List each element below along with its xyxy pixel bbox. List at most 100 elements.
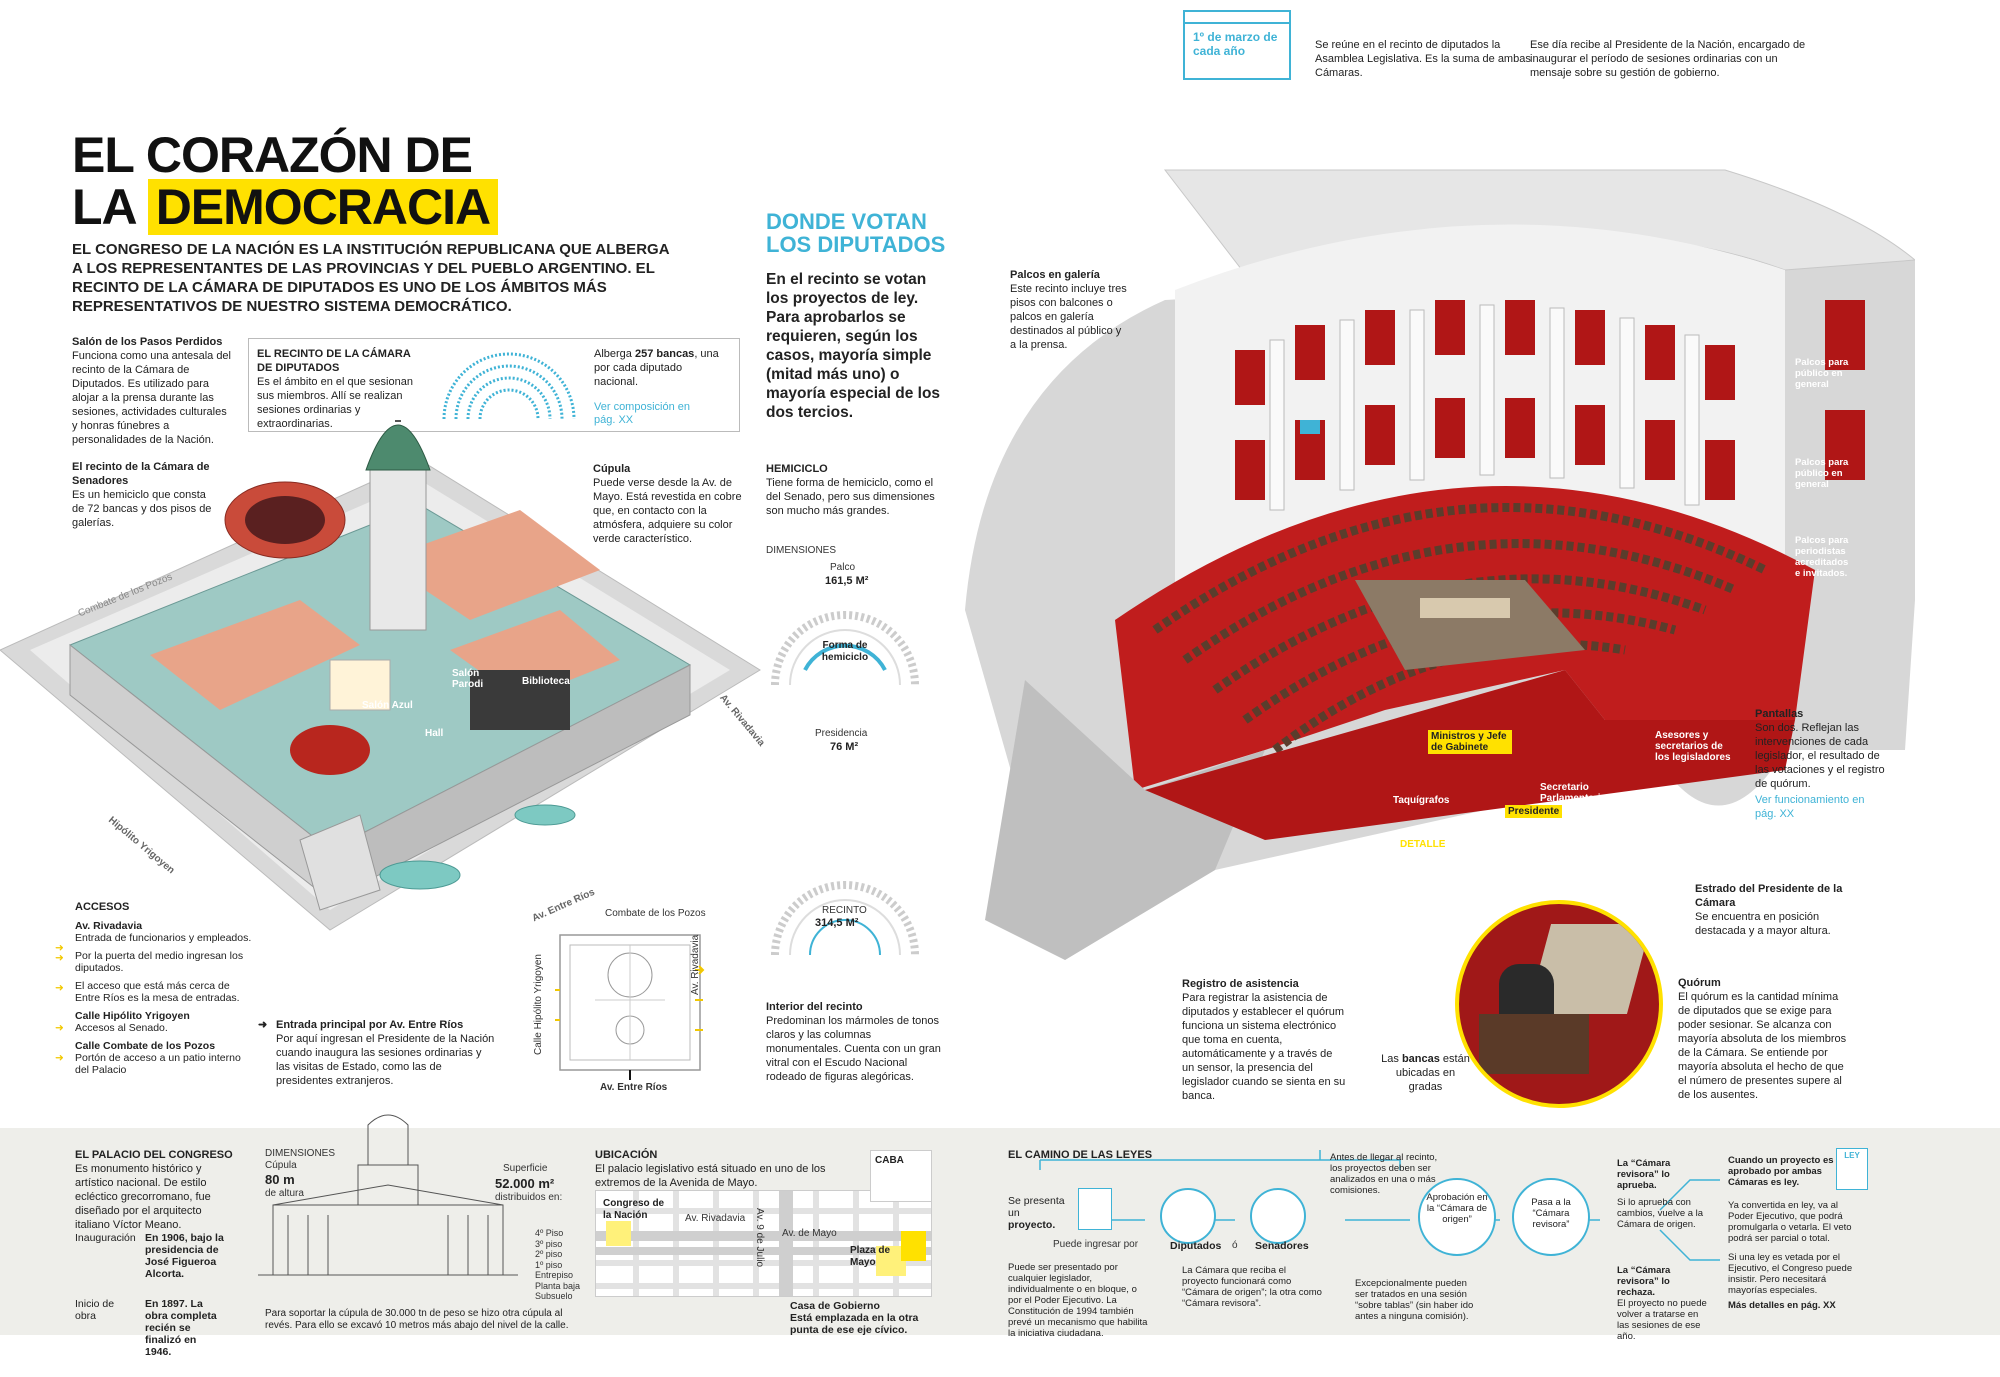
arrow-icon: ➜ <box>55 1022 64 1034</box>
palacio-section: EL PALACIO DEL CONGRESO Es monumento his… <box>75 1148 235 1232</box>
note-registro: Registro de asistencia Para registrar la… <box>1182 977 1347 1103</box>
top-note-presidente: Ese día recibe al Presidente de la Nació… <box>1530 39 1806 79</box>
bottom-strip <box>0 1128 2000 1335</box>
plan-hipolito: Calle Hipólito Yrigoyen <box>533 954 544 1055</box>
ubicacion-section: UBICACIÓN El palacio legislativo está si… <box>595 1148 835 1190</box>
ley-icon-label: LEY <box>1844 1151 1860 1160</box>
palco-value: 161,5 M² <box>825 575 869 587</box>
leyes-aprueba: La “Cámara revisora” lo aprueba. Si lo a… <box>1617 1158 1707 1230</box>
ver-funcionamiento-link[interactable]: Ver funcionamiento en pág. XX <box>1755 794 1865 820</box>
hemicycle-diagram-bottom <box>771 881 919 956</box>
floor-plan <box>555 934 705 1080</box>
mas-detalles-link[interactable]: Más detalles en pág. XX <box>1728 1300 1836 1311</box>
label-asesores-right: Asesores y secretarios de los legislador… <box>1655 730 1731 763</box>
acceso-title: Calle Combate de los Pozos <box>75 1040 216 1052</box>
vetada-text: Si una ley es vetada por el Ejecutivo, e… <box>1728 1252 1853 1296</box>
leyes-o: ó <box>1232 1240 1238 1251</box>
palacio-footnote: Para soportar la cúpula de 30.000 tn de … <box>265 1308 569 1331</box>
inicio-obra-label: Inicio de obra <box>75 1298 115 1322</box>
floor-item: Entrepiso <box>535 1270 574 1280</box>
note-pasos-perdidos: Salón de los Pasos Perdidos Funciona com… <box>72 335 232 447</box>
note-hemiciclo: HEMICICLO Tiene forma de hemiciclo, como… <box>766 462 936 518</box>
entrada-text: Por aquí ingresan el Presidente de la Na… <box>276 1033 495 1087</box>
note-pasos-text: Funciona como una antesala del recinto d… <box>72 350 231 446</box>
detail-circle <box>1455 900 1663 1108</box>
label-salon-parodi: Salón Parodi <box>452 668 484 690</box>
arrow-icon: ➜ <box>258 1019 268 1031</box>
palcos-side-2: Palcos para público en general <box>1795 457 1849 490</box>
law-document-icon: LEY <box>1836 1148 1868 1190</box>
bancas-note-bold: bancas <box>1401 1053 1440 1065</box>
label-salon-azul: Salón Azul <box>362 700 413 711</box>
hemicycle-diagram-top <box>771 611 919 686</box>
aprueba-title: La “Cámara revisora” lo aprueba. <box>1617 1158 1671 1191</box>
tag-ministros: Ministros y Jefe de Gabinete <box>1428 730 1512 754</box>
aprobacion-text: Aprobación en la “Cámara de origen” <box>1426 1192 1488 1225</box>
pantallas-title: Pantallas <box>1755 708 1804 720</box>
document-icon <box>1078 1188 1112 1230</box>
floor-item: 3º piso <box>535 1238 563 1249</box>
casa-title: Casa de Gobierno <box>790 1300 880 1312</box>
acceso-item: ➜ Calle Hipólito Yrigoyen Accesos al Sen… <box>55 1010 255 1034</box>
ver-composicion-link[interactable]: Ver composición en pág. XX <box>594 401 690 426</box>
tag-presidente: Presidente <box>1505 805 1563 818</box>
arrow-icon: ➜ <box>55 1052 64 1064</box>
acceso-item: ➜ Por la puerta del medio ingresan los d… <box>55 950 255 974</box>
quorum-text: El quórum es la cantidad mínima de diput… <box>1678 991 1847 1101</box>
acceso-text: Entrada de funcionarios y empleados. <box>75 932 252 944</box>
palcos-side-3: Palcos para periodistas acreditados e in… <box>1795 535 1849 579</box>
dimensiones-title: DIMENSIONES <box>766 545 837 556</box>
leyes-presenta: Se presenta un proyecto. <box>1008 1195 1068 1231</box>
caba-label: CABA <box>875 1155 904 1166</box>
pasa-text: Pasa a la “Cámara revisora” <box>1531 1197 1571 1230</box>
palacio-dim-title: DIMENSIONES <box>265 1148 336 1159</box>
note-estrado: Estrado del Presidente de la Cámara Se e… <box>1695 882 1845 938</box>
acceso-item: ➜ El acceso que está más cerca de Entre … <box>55 980 255 1004</box>
label-sec-parlamentario: Secretario Parlamentario <box>1540 782 1607 804</box>
rechaza-title: La “Cámara revisora” lo rechaza. <box>1617 1265 1671 1298</box>
presidencia-value: 76 M² <box>830 741 859 753</box>
hemiciclo-title: HEMICICLO <box>766 463 828 475</box>
map-rivadavia-label: Av. Rivadavia <box>685 1213 746 1224</box>
leyes-antes: Antes de llegar al recinto, los proyecto… <box>1330 1152 1438 1196</box>
map-congreso-label: Congreso de la Nación <box>603 1198 665 1221</box>
map-streets <box>596 1191 931 1296</box>
inicio-obra-text: En 1897. La obra completa recién se fina… <box>145 1298 217 1358</box>
note-bancas: Las bancas están ubicadas en gradas <box>1378 1052 1473 1094</box>
bancas-count: 257 bancas <box>634 348 695 360</box>
forma-hemiciclo-label: Forma de hemiciclo <box>821 640 869 663</box>
arrow-icon: ➜ <box>55 942 64 954</box>
ubicacion-text: El palacio legislativo está situado en u… <box>595 1163 826 1189</box>
bancas-note-pre: Las <box>1381 1053 1402 1065</box>
palacio-text: Es monumento histórico y artístico nacio… <box>75 1163 211 1231</box>
acceso-text: Portón de acceso a un patio interno del … <box>75 1052 241 1076</box>
registro-text: Para registrar la asistencia de diputado… <box>1182 992 1346 1102</box>
accesos-list: ➜ Av. Rivadavia Entrada de funcionarios … <box>55 920 255 1076</box>
aprobacion-circle: Aprobación en la “Cámara de origen” <box>1418 1178 1496 1256</box>
recinto-value: 314,5 M² <box>815 917 859 929</box>
hemicycle-seats-icon <box>442 352 576 420</box>
pasa-circle: Pasa a la “Cámara revisora” <box>1512 1178 1590 1256</box>
title-line-1: EL CORAZÓN DE <box>72 127 473 183</box>
caba-inset: CABA <box>870 1150 932 1202</box>
diputados-hemicycle-icon <box>1160 1188 1216 1244</box>
leyes-cualquier: Puede ser presentado por cualquier legis… <box>1008 1262 1148 1339</box>
plan-entre-rios: Av. Entre Ríos <box>600 1082 668 1093</box>
acceso-text: El acceso que está más cerca de Entre Rí… <box>75 980 240 1004</box>
top-note-asamblea: Se reúne en el recinto de diputados la A… <box>1315 39 1531 79</box>
leyes-senadores: Senadores <box>1255 1240 1309 1252</box>
recinto-box: EL RECINTO DE LA CÁMARA DE DIPUTADOS Es … <box>248 338 740 432</box>
label-sec-administrativo: Secretario Administrativo <box>1470 818 1541 840</box>
section-title-votan: DONDE VOTAN LOS DIPUTADOS <box>766 210 945 256</box>
leyes-camara-origen: La Cámara que reciba el proyecto funcion… <box>1182 1265 1322 1309</box>
registro-title: Registro de asistencia <box>1182 978 1299 990</box>
note-entrada-principal: ➜ Entrada principal por Av. Entre Ríos P… <box>258 1018 496 1088</box>
note-pantallas: Pantallas Son dos. Reflejan las interven… <box>1755 707 1885 821</box>
accesos-title: ACCESOS <box>75 901 130 913</box>
superficie-unit: distribuidos en: <box>495 1192 563 1203</box>
label-asesores-left: Asesores y secretarios de los legislador… <box>1335 868 1411 901</box>
page-title: EL CORAZÓN DE LA DEMOCRACIA <box>72 127 532 235</box>
presenta-bold: proyecto. <box>1008 1219 1056 1231</box>
label-biblioteca: Biblioteca <box>522 676 570 687</box>
plan-rivadavia: Av. Rivadavia <box>690 934 701 995</box>
